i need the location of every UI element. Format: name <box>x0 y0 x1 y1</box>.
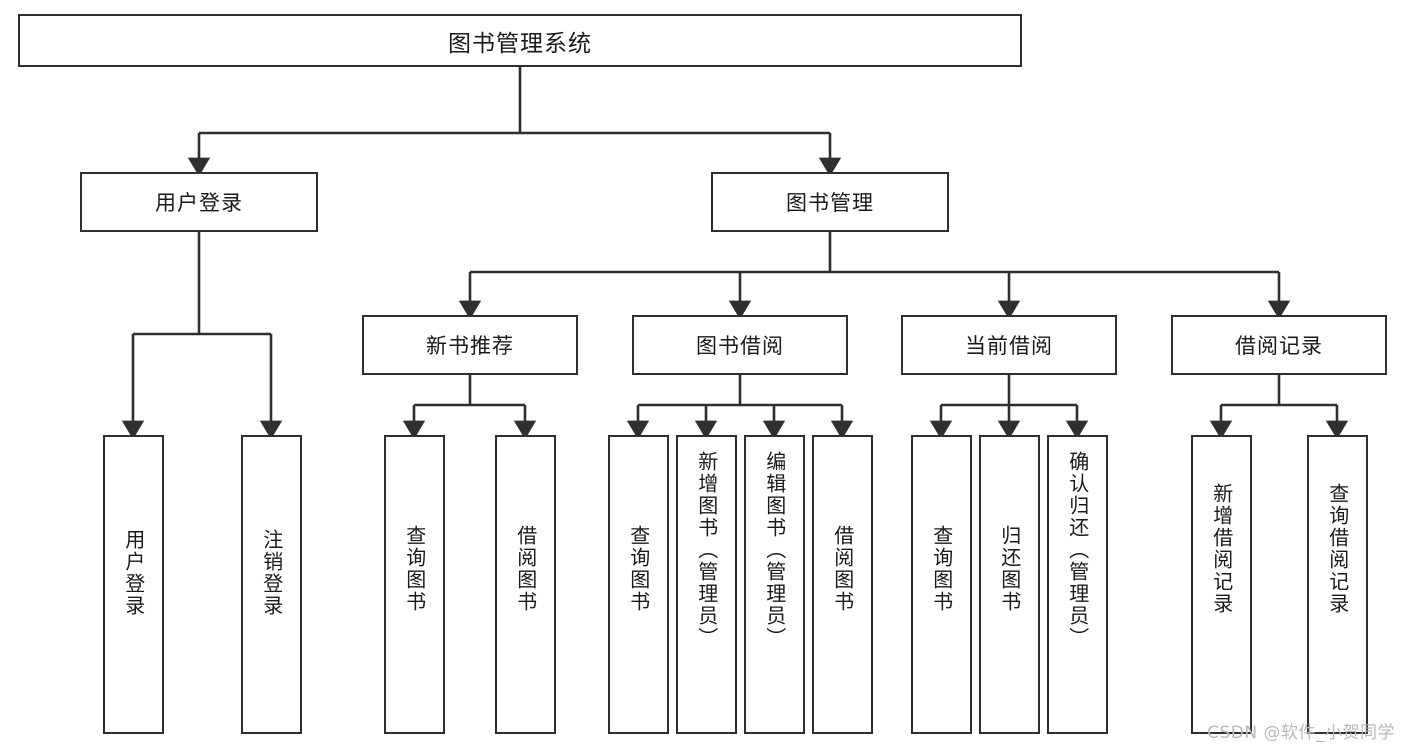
leaf-label: 查询图书 <box>402 525 427 613</box>
leaf-user-logout[interactable]: 注销登录 <box>241 435 302 734</box>
leaf-label: 查询图书 <box>626 525 651 613</box>
leaf-label: 编辑图书（管理员） <box>762 451 787 649</box>
leaf-query-book-newbook[interactable]: 查询图书 <box>384 435 445 734</box>
leaf-label: 新增借阅记录 <box>1209 483 1234 615</box>
leaf-label: 借阅图书 <box>830 525 855 613</box>
leaf-query-borrow-record[interactable]: 查询借阅记录 <box>1307 435 1368 734</box>
node-current-borrow[interactable]: 当前借阅 <box>901 315 1117 375</box>
node-new-book-recommend[interactable]: 新书推荐 <box>362 315 578 375</box>
leaf-label: 确认归还（管理员） <box>1065 451 1090 649</box>
leaf-label: 查询图书 <box>929 525 954 613</box>
leaf-edit-book[interactable]: 编辑图书（管理员） <box>744 435 805 734</box>
leaf-label: 归还图书 <box>997 525 1022 613</box>
leaf-return-book[interactable]: 归还图书 <box>979 435 1040 734</box>
leaf-user-login[interactable]: 用户登录 <box>103 435 164 734</box>
leaf-add-book[interactable]: 新增图书（管理员） <box>676 435 737 734</box>
leaf-confirm-return[interactable]: 确认归还（管理员） <box>1047 435 1108 734</box>
leaf-label: 查询借阅记录 <box>1325 483 1350 615</box>
leaf-borrow-book-borrow[interactable]: 借阅图书 <box>812 435 873 734</box>
node-user-login[interactable]: 用户登录 <box>80 172 318 232</box>
node-root-system[interactable]: 图书管理系统 <box>18 14 1022 67</box>
leaf-query-book-current[interactable]: 查询图书 <box>911 435 972 734</box>
node-book-borrow[interactable]: 图书借阅 <box>632 315 848 375</box>
leaf-query-book-borrow[interactable]: 查询图书 <box>608 435 669 734</box>
leaf-label: 新增图书（管理员） <box>694 451 719 649</box>
csdn-watermark: CSDN @软件_小贺同学 <box>1207 723 1395 743</box>
leaf-label: 借阅图书 <box>513 525 538 613</box>
node-book-management[interactable]: 图书管理 <box>711 172 949 232</box>
leaf-add-borrow-record[interactable]: 新增借阅记录 <box>1191 435 1252 734</box>
leaf-label: 用户登录 <box>121 529 146 617</box>
node-borrow-records[interactable]: 借阅记录 <box>1171 315 1387 375</box>
leaf-label: 注销登录 <box>259 529 284 617</box>
leaf-borrow-book-newbook[interactable]: 借阅图书 <box>495 435 556 734</box>
